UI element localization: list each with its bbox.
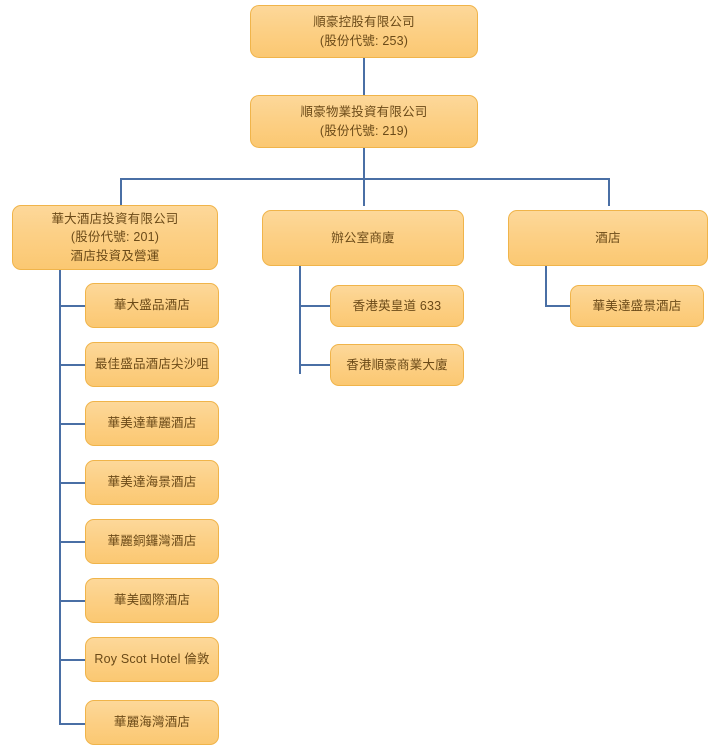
node-level2-name: 順豪物業投資有限公司 [300, 105, 428, 120]
node-hotel-4-label: 華美達海景酒店 [107, 475, 197, 490]
connector-hotels-branch-8 [59, 723, 86, 725]
connector-hotels-branch-1 [59, 305, 86, 307]
node-level2-code: (股份代號: 219) [319, 123, 409, 138]
connector-hotels-branch-7 [59, 659, 86, 661]
node-level3-a-note: 酒店投資及營運 [70, 248, 160, 263]
connector-offices-branch-2 [299, 364, 331, 366]
node-hotel-4[interactable]: 華美達海景酒店 [85, 460, 219, 505]
node-hotel-6-label: 華美國際酒店 [113, 593, 191, 608]
node-level1-name: 順豪控股有限公司 [313, 15, 415, 30]
node-level1-holdings[interactable]: 順豪控股有限公司 (股份代號: 253) [250, 5, 478, 58]
connector-hotels-branch-5 [59, 541, 86, 543]
node-hotel-5-label: 華麗銅鑼灣酒店 [107, 534, 197, 549]
node-hotel-8[interactable]: 華麗海灣酒店 [85, 700, 219, 745]
node-level3-a-name: 華大酒店投資有限公司 [51, 212, 179, 227]
connector-bus-to-hotels-investment [120, 178, 122, 206]
node-level3-a-code: (股份代號: 201) [70, 230, 160, 245]
connector-hotel-branch-1 [545, 305, 573, 307]
node-hotel-3[interactable]: 華美達華麗酒店 [85, 401, 219, 446]
connector-hotels-branch-3 [59, 423, 86, 425]
node-hotel-8-label: 華麗海灣酒店 [113, 715, 191, 730]
node-hotel-3-label: 華美達華麗酒店 [107, 416, 197, 431]
connector-hotels-branch-4 [59, 482, 86, 484]
node-office-1-label: 香港英皇道 633 [352, 298, 442, 313]
node-level1-code: (股份代號: 253) [319, 33, 409, 48]
node-office-2[interactable]: 香港順豪商業大廈 [330, 344, 464, 386]
node-office-2-label: 香港順豪商業大廈 [346, 357, 448, 372]
connector-bus-to-hotels [608, 178, 610, 206]
connector-offices-spine [299, 266, 301, 374]
node-level2-property[interactable]: 順豪物業投資有限公司 (股份代號: 219) [250, 95, 478, 148]
connector-l1-to-l2 [363, 58, 365, 95]
connector-hotel-branch-spine [545, 266, 547, 307]
node-hotel-1[interactable]: 華大盛品酒店 [85, 283, 219, 328]
connector-l3-bus [120, 178, 610, 180]
node-hotel-branch-1[interactable]: 華美達盛景酒店 [570, 285, 704, 327]
connector-hotels-branch-6 [59, 600, 86, 602]
node-level3-hotels-investment[interactable]: 華大酒店投資有限公司 (股份代號: 201) 酒店投資及營運 [12, 205, 218, 270]
node-hotel-7[interactable]: Roy Scot Hotel 倫敦 [85, 637, 219, 682]
node-hotel-branch-1-label: 華美達盛景酒店 [592, 298, 682, 313]
node-level3-office-buildings[interactable]: 辦公室商廈 [262, 210, 464, 266]
connector-hotels-branch-2 [59, 364, 86, 366]
node-office-1[interactable]: 香港英皇道 633 [330, 285, 464, 327]
connector-bus-to-offices [363, 178, 365, 206]
node-level3-c-name: 酒店 [595, 230, 621, 245]
connector-hotels-spine [59, 270, 61, 725]
node-hotel-7-label: Roy Scot Hotel 倫敦 [94, 652, 210, 667]
connector-l2-drop [363, 148, 365, 178]
node-hotel-6[interactable]: 華美國際酒店 [85, 578, 219, 623]
connector-offices-branch-1 [299, 305, 331, 307]
node-level3-hotels[interactable]: 酒店 [508, 210, 708, 266]
node-hotel-1-label: 華大盛品酒店 [113, 298, 191, 313]
node-hotel-5[interactable]: 華麗銅鑼灣酒店 [85, 519, 219, 564]
node-hotel-2-label: 最佳盛品酒店尖沙咀 [94, 357, 210, 372]
node-level3-b-name: 辦公室商廈 [331, 230, 395, 245]
node-hotel-2[interactable]: 最佳盛品酒店尖沙咀 [85, 342, 219, 387]
